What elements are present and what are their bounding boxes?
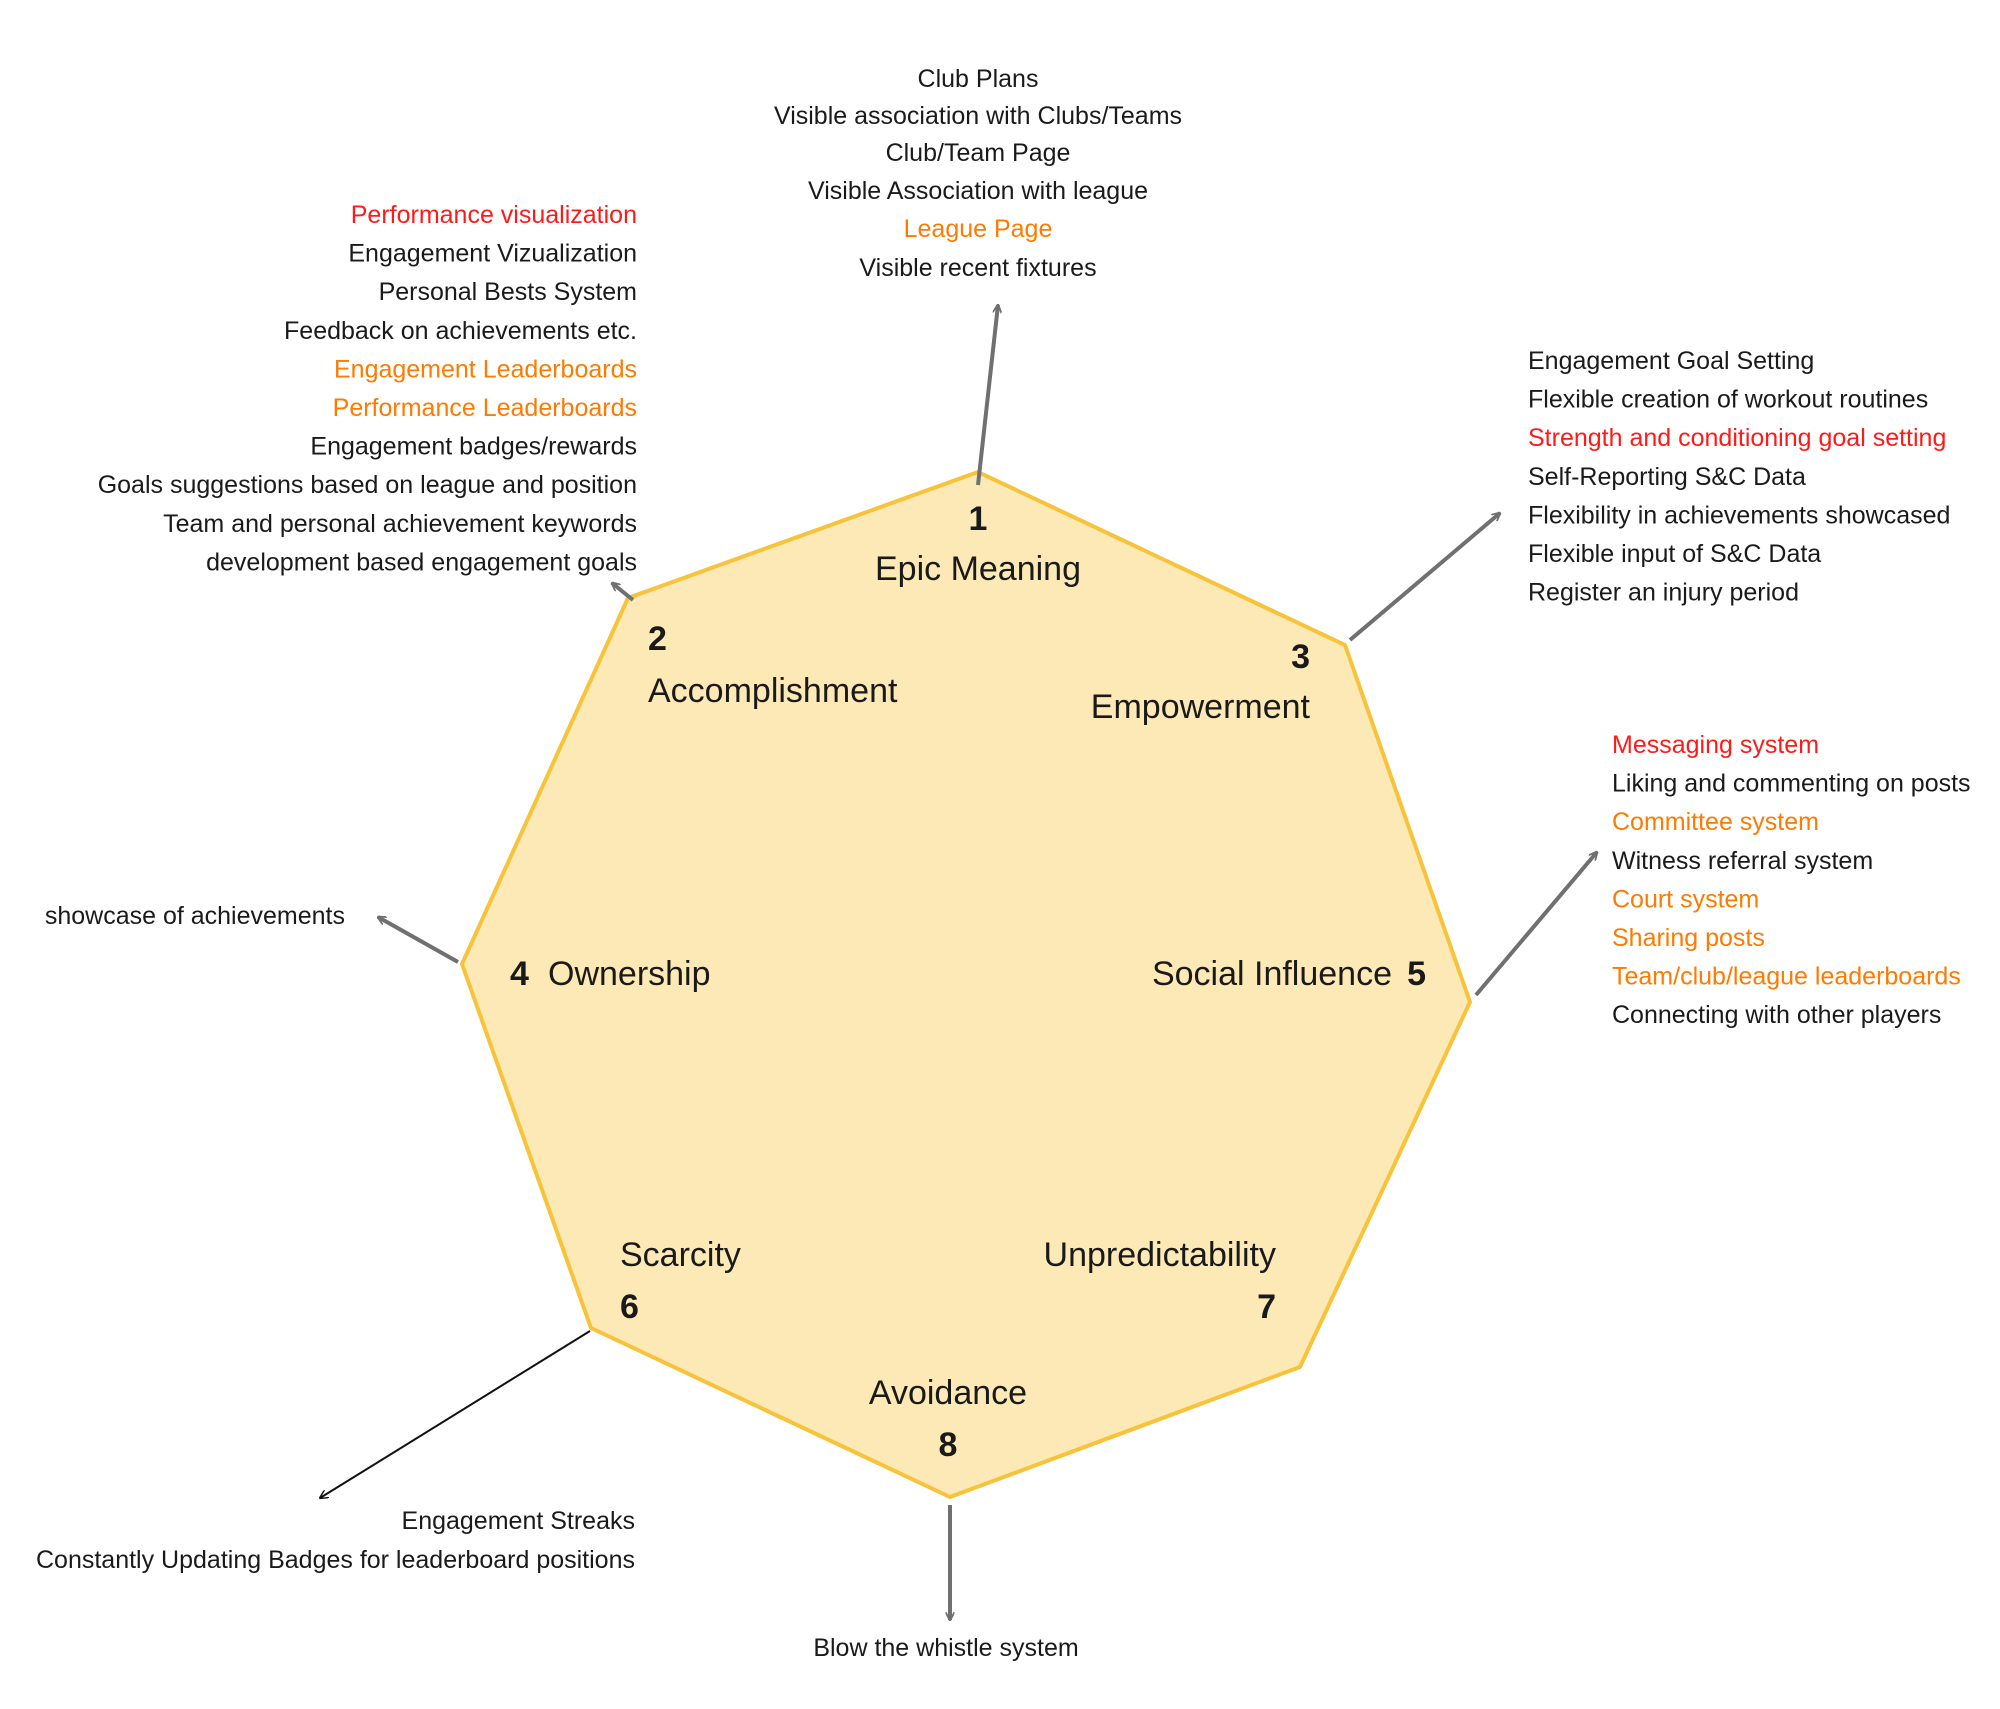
accomplishment-feature-item: Engagement Vizualization xyxy=(348,240,637,268)
drive-label-scarcity: Scarcity xyxy=(620,1236,741,1274)
octagon-shape xyxy=(460,470,1472,1499)
drive-number-6: 6 xyxy=(620,1288,639,1326)
social-influence-feature-item: Team/club/league leaderboards xyxy=(1612,963,1961,991)
epic-meaning-feature-item: Visible Association with league xyxy=(808,177,1148,205)
arrow-social-influence xyxy=(1474,852,1597,997)
scarcity-feature-item: Constantly Updating Badges for leaderboa… xyxy=(36,1546,635,1574)
drive-label-epic-meaning: Epic Meaning xyxy=(875,550,1081,588)
epic-meaning-feature-item: Visible association with Clubs/Teams xyxy=(774,102,1182,130)
arrows xyxy=(320,305,1597,1620)
drive-label-social-influence: Social Influence xyxy=(1152,955,1392,993)
drive-label-ownership: Ownership xyxy=(548,955,711,993)
drive-number-5: 5 xyxy=(1407,955,1426,993)
arrow-epic-meaning xyxy=(976,305,998,486)
accomplishment-feature-item: Engagement badges/rewards xyxy=(310,433,637,461)
accomplishment-feature-item: Engagement Leaderboards xyxy=(334,355,637,383)
accomplishment-feature-item: Performance visualization xyxy=(351,201,637,229)
accomplishment-feature-item: development based engagement goals xyxy=(206,548,637,576)
accomplishment-feature-item: Team and personal achievement keywords xyxy=(163,510,637,538)
social-influence-feature-item: Liking and commenting on posts xyxy=(1612,770,1971,798)
empowerment-feature-item: Strength and conditioning goal setting xyxy=(1528,424,1946,452)
arrow-accomplishment xyxy=(612,583,635,602)
social-influence-feature-item: Messaging system xyxy=(1612,731,1819,759)
drive-number-4: 4 xyxy=(510,955,529,993)
social-influence-feature-item: Connecting with other players xyxy=(1612,1001,1941,1029)
empowerment-feature-item: Flexible creation of workout routines xyxy=(1528,386,1928,414)
accomplishment-feature-item: Personal Bests System xyxy=(379,278,637,306)
drive-number-8: 8 xyxy=(939,1426,958,1464)
drive-number-3: 3 xyxy=(1291,638,1310,676)
accomplishment-feature-item: Goals suggestions based on league and po… xyxy=(98,471,637,499)
drive-label-accomplishment: Accomplishment xyxy=(648,672,898,710)
drive-label-unpredictability: Unpredictability xyxy=(1044,1236,1276,1274)
avoidance-feature-item: Blow the whistle system xyxy=(813,1634,1078,1662)
social-influence-feature-item: Sharing posts xyxy=(1612,924,1765,952)
empowerment-feature-item: Engagement Goal Setting xyxy=(1528,347,1814,375)
arrow-empowerment xyxy=(1348,513,1500,642)
ownership-feature-item: showcase of achievements xyxy=(45,902,345,930)
drive-label-avoidance: Avoidance xyxy=(869,1374,1027,1412)
accomplishment-feature-item: Feedback on achievements etc. xyxy=(284,317,637,345)
drive-number-2: 2 xyxy=(648,620,667,658)
social-influence-feature-item: Committee system xyxy=(1612,808,1819,836)
drive-number-7: 7 xyxy=(1257,1288,1276,1326)
epic-meaning-feature-item: Club/Team Page xyxy=(886,139,1071,167)
social-influence-feature-item: Court system xyxy=(1612,885,1759,913)
epic-meaning-feature-item: Club Plans xyxy=(918,65,1039,93)
epic-meaning-feature-item: League Page xyxy=(904,215,1053,243)
arrow-ownership xyxy=(378,915,459,964)
empowerment-feature-item: Self-Reporting S&C Data xyxy=(1528,463,1806,491)
scarcity-feature-item: Engagement Streaks xyxy=(402,1507,635,1535)
epic-meaning-feature-item: Visible recent fixtures xyxy=(859,254,1096,282)
drive-label-empowerment: Empowerment xyxy=(1091,688,1311,726)
arrow-scarcity xyxy=(320,1330,591,1498)
empowerment-feature-item: Flexibility in achievements showcased xyxy=(1528,501,1950,529)
drive-number-1: 1 xyxy=(969,500,988,538)
empowerment-feature-item: Flexible input of S&C Data xyxy=(1528,540,1821,568)
empowerment-feature-item: Register an injury period xyxy=(1528,579,1799,607)
social-influence-feature-item: Witness referral system xyxy=(1612,847,1873,875)
accomplishment-feature-item: Performance Leaderboards xyxy=(333,394,637,422)
